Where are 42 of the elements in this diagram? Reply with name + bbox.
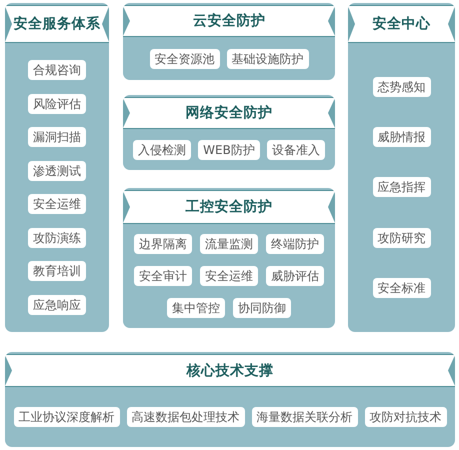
category-panel	[123, 95, 335, 170]
item-tag: 攻防研究	[372, 228, 430, 248]
item-tag: 渗透测试	[28, 160, 86, 181]
panel-title: 安全中心	[372, 15, 430, 33]
item-tag: 安全审计	[134, 266, 192, 286]
item-tag: 终端防护	[266, 234, 324, 254]
panel-title: 核心技术支撑	[186, 362, 274, 380]
item-tag: 安全运维	[200, 266, 258, 286]
item-tag: 风险评估	[28, 94, 86, 114]
item-tag: 集中管控	[167, 298, 225, 318]
item-tag: 教育培训	[28, 261, 86, 282]
item-tag: 威胁情报	[372, 127, 430, 148]
item-tag: 安全标准	[372, 278, 430, 298]
item-tag: 合规咨询	[28, 60, 86, 80]
panel-title: 网络安全防护	[186, 104, 272, 122]
item-tag: 态势感知	[372, 77, 430, 98]
item-tag: 应急指挥	[372, 177, 430, 198]
item-tag: 攻防演练	[28, 228, 86, 248]
item-tag: 入侵检测	[133, 140, 192, 160]
item-tag: 基础设施防护	[226, 48, 308, 68]
item-tag: 工业协议深度解析	[14, 407, 120, 427]
item-tag: 高速数据包处理技术	[126, 407, 244, 427]
category-panel	[123, 188, 335, 328]
item-tag: 流量监测	[200, 234, 258, 254]
item-tag: 边界隔离	[134, 234, 192, 254]
item-tag: 威胁评估	[266, 266, 324, 286]
item-tag: 安全资源池	[150, 48, 220, 68]
panel-title: 工控安全防护	[186, 198, 272, 216]
category-panel	[5, 352, 455, 447]
item-tag: 协同防御	[233, 298, 291, 318]
category-panel	[348, 3, 455, 332]
item-tag: 安全运维	[28, 194, 86, 214]
item-tag: 设备准入	[266, 140, 325, 160]
item-tag: 攻防对抗技术	[364, 407, 446, 427]
category-panel	[5, 3, 109, 332]
panel-title: 云安全防护	[192, 12, 266, 30]
item-tag: WEB防护	[198, 140, 260, 160]
item-tag: 应急响应	[28, 294, 86, 314]
item-tag: 海量数据关联分析	[252, 407, 358, 427]
item-tag: 漏洞扫描	[28, 127, 86, 148]
category-panel	[123, 3, 335, 80]
panel-title: 安全服务体系	[14, 15, 100, 33]
